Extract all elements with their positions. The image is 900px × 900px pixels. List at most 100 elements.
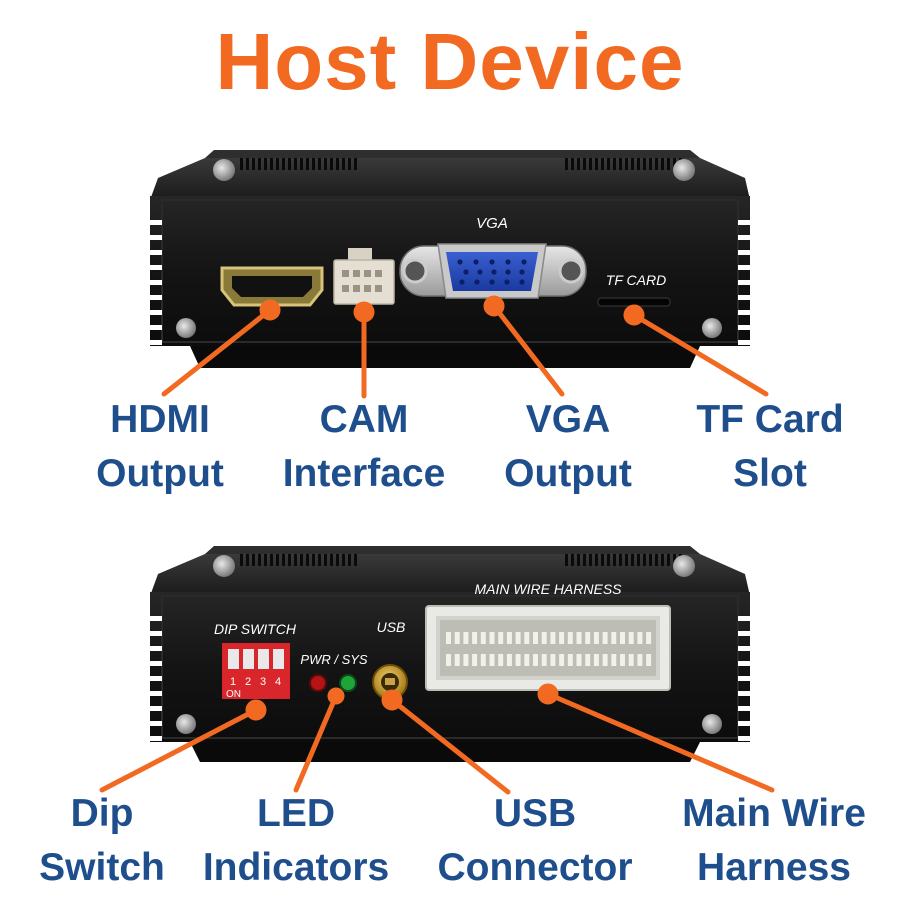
bottom-vent-left bbox=[240, 554, 357, 566]
vent-slot bbox=[288, 554, 291, 566]
vent-slot bbox=[601, 158, 604, 170]
vent-slot bbox=[619, 554, 622, 566]
vga-pin bbox=[459, 279, 465, 285]
vent-slot bbox=[583, 554, 586, 566]
harness-pin bbox=[567, 654, 573, 666]
callout-line: TF Card bbox=[696, 398, 844, 441]
dip-number-1: 1 bbox=[230, 676, 236, 688]
vent-slot bbox=[613, 158, 616, 170]
page-title: Host Device bbox=[215, 17, 685, 106]
harness-pin bbox=[585, 632, 591, 644]
vent-slot bbox=[661, 158, 664, 170]
callout-line: CAM bbox=[319, 398, 409, 441]
top-vent-right bbox=[565, 158, 682, 170]
vga-port: VGA bbox=[399, 215, 587, 299]
harness-pin bbox=[446, 654, 451, 666]
harness-pin bbox=[480, 654, 486, 666]
screw-icon bbox=[702, 714, 722, 734]
fin-gap bbox=[738, 235, 750, 240]
vent-slot bbox=[258, 554, 261, 566]
screw-icon bbox=[402, 258, 428, 284]
vent-slot bbox=[607, 158, 610, 170]
fin-gap bbox=[738, 736, 750, 741]
callout-main-wire-harness: Main Wire Harness bbox=[664, 787, 884, 895]
vent-slot bbox=[288, 158, 291, 170]
harness-pin bbox=[454, 654, 460, 666]
vent-slot bbox=[318, 158, 321, 170]
fin-gap bbox=[150, 220, 162, 225]
leader-line-tf bbox=[631, 312, 769, 397]
vent-slot bbox=[318, 554, 321, 566]
vent-slot bbox=[565, 554, 568, 566]
callout-vga-output: VGA Output bbox=[468, 393, 668, 501]
vent-slot bbox=[649, 158, 652, 170]
leader-dot-usb bbox=[381, 689, 403, 711]
harness-pin bbox=[559, 654, 565, 666]
fin-gap bbox=[150, 325, 162, 330]
fin-gap bbox=[150, 295, 162, 300]
vga-pin bbox=[519, 269, 525, 275]
harness-pin bbox=[524, 632, 530, 644]
fin-gap bbox=[738, 220, 750, 225]
callout-cam-interface: CAM Interface bbox=[262, 393, 466, 501]
harness-pin bbox=[541, 654, 547, 666]
harness-pin bbox=[533, 632, 538, 644]
leader-dot-vga bbox=[483, 295, 505, 317]
led-label: PWR / SYS bbox=[300, 652, 368, 667]
vent-slot bbox=[258, 158, 261, 170]
harness-pin bbox=[602, 654, 608, 666]
vent-slot bbox=[342, 554, 345, 566]
vent-slot bbox=[330, 158, 333, 170]
callout-line: Switch bbox=[39, 846, 165, 889]
usb-connector: USB bbox=[372, 619, 408, 700]
harness-pin bbox=[498, 654, 504, 666]
leader-line-usb bbox=[389, 697, 511, 795]
harness-pin bbox=[585, 654, 591, 666]
vent-slot bbox=[312, 554, 315, 566]
fin-gap bbox=[738, 295, 750, 300]
vent-slot bbox=[354, 158, 357, 170]
main-wire-harness: MAIN WIRE HARNESS bbox=[425, 581, 671, 691]
pwr-led-icon bbox=[309, 674, 327, 692]
callout-line: Output bbox=[96, 452, 224, 495]
screw-icon bbox=[558, 258, 584, 284]
vent-slot bbox=[565, 158, 568, 170]
vent-slot bbox=[276, 158, 279, 170]
harness-pin bbox=[593, 632, 599, 644]
vent-slot bbox=[631, 158, 634, 170]
fin-gap bbox=[150, 691, 162, 696]
callout-tf-card-slot: TF Card Slot bbox=[670, 393, 870, 501]
vga-pin bbox=[473, 259, 479, 265]
vga-pin bbox=[505, 259, 511, 265]
harness-pin bbox=[646, 632, 652, 644]
fin-gap bbox=[738, 310, 750, 315]
fin-gap bbox=[738, 676, 750, 681]
fin-gap bbox=[738, 646, 750, 651]
vent-slot bbox=[252, 158, 255, 170]
screw-icon bbox=[673, 555, 695, 577]
vent-slot bbox=[246, 158, 249, 170]
vga-pin bbox=[504, 279, 510, 285]
harness-pin bbox=[611, 632, 617, 644]
leader-line-dip bbox=[99, 707, 259, 793]
callout-line: HDMI bbox=[110, 398, 210, 441]
harness-pin bbox=[628, 654, 634, 666]
usb-label: USB bbox=[377, 619, 406, 635]
fin-gap bbox=[738, 721, 750, 726]
fin-gap bbox=[150, 721, 162, 726]
vent-slot bbox=[571, 158, 574, 170]
harness-pin bbox=[593, 654, 599, 666]
vent-slot bbox=[589, 158, 592, 170]
harness-pin bbox=[637, 632, 643, 644]
vent-slot bbox=[649, 554, 652, 566]
harness-pin bbox=[550, 632, 556, 644]
vent-slot bbox=[294, 554, 297, 566]
harness-pin bbox=[646, 654, 652, 666]
hdmi-port bbox=[220, 266, 324, 307]
vent-slot bbox=[643, 158, 646, 170]
harness-pin bbox=[559, 632, 565, 644]
vent-slot bbox=[589, 554, 592, 566]
callout-line: Indicators bbox=[202, 846, 390, 889]
fin-gap bbox=[738, 250, 750, 255]
vent-slot bbox=[595, 554, 598, 566]
